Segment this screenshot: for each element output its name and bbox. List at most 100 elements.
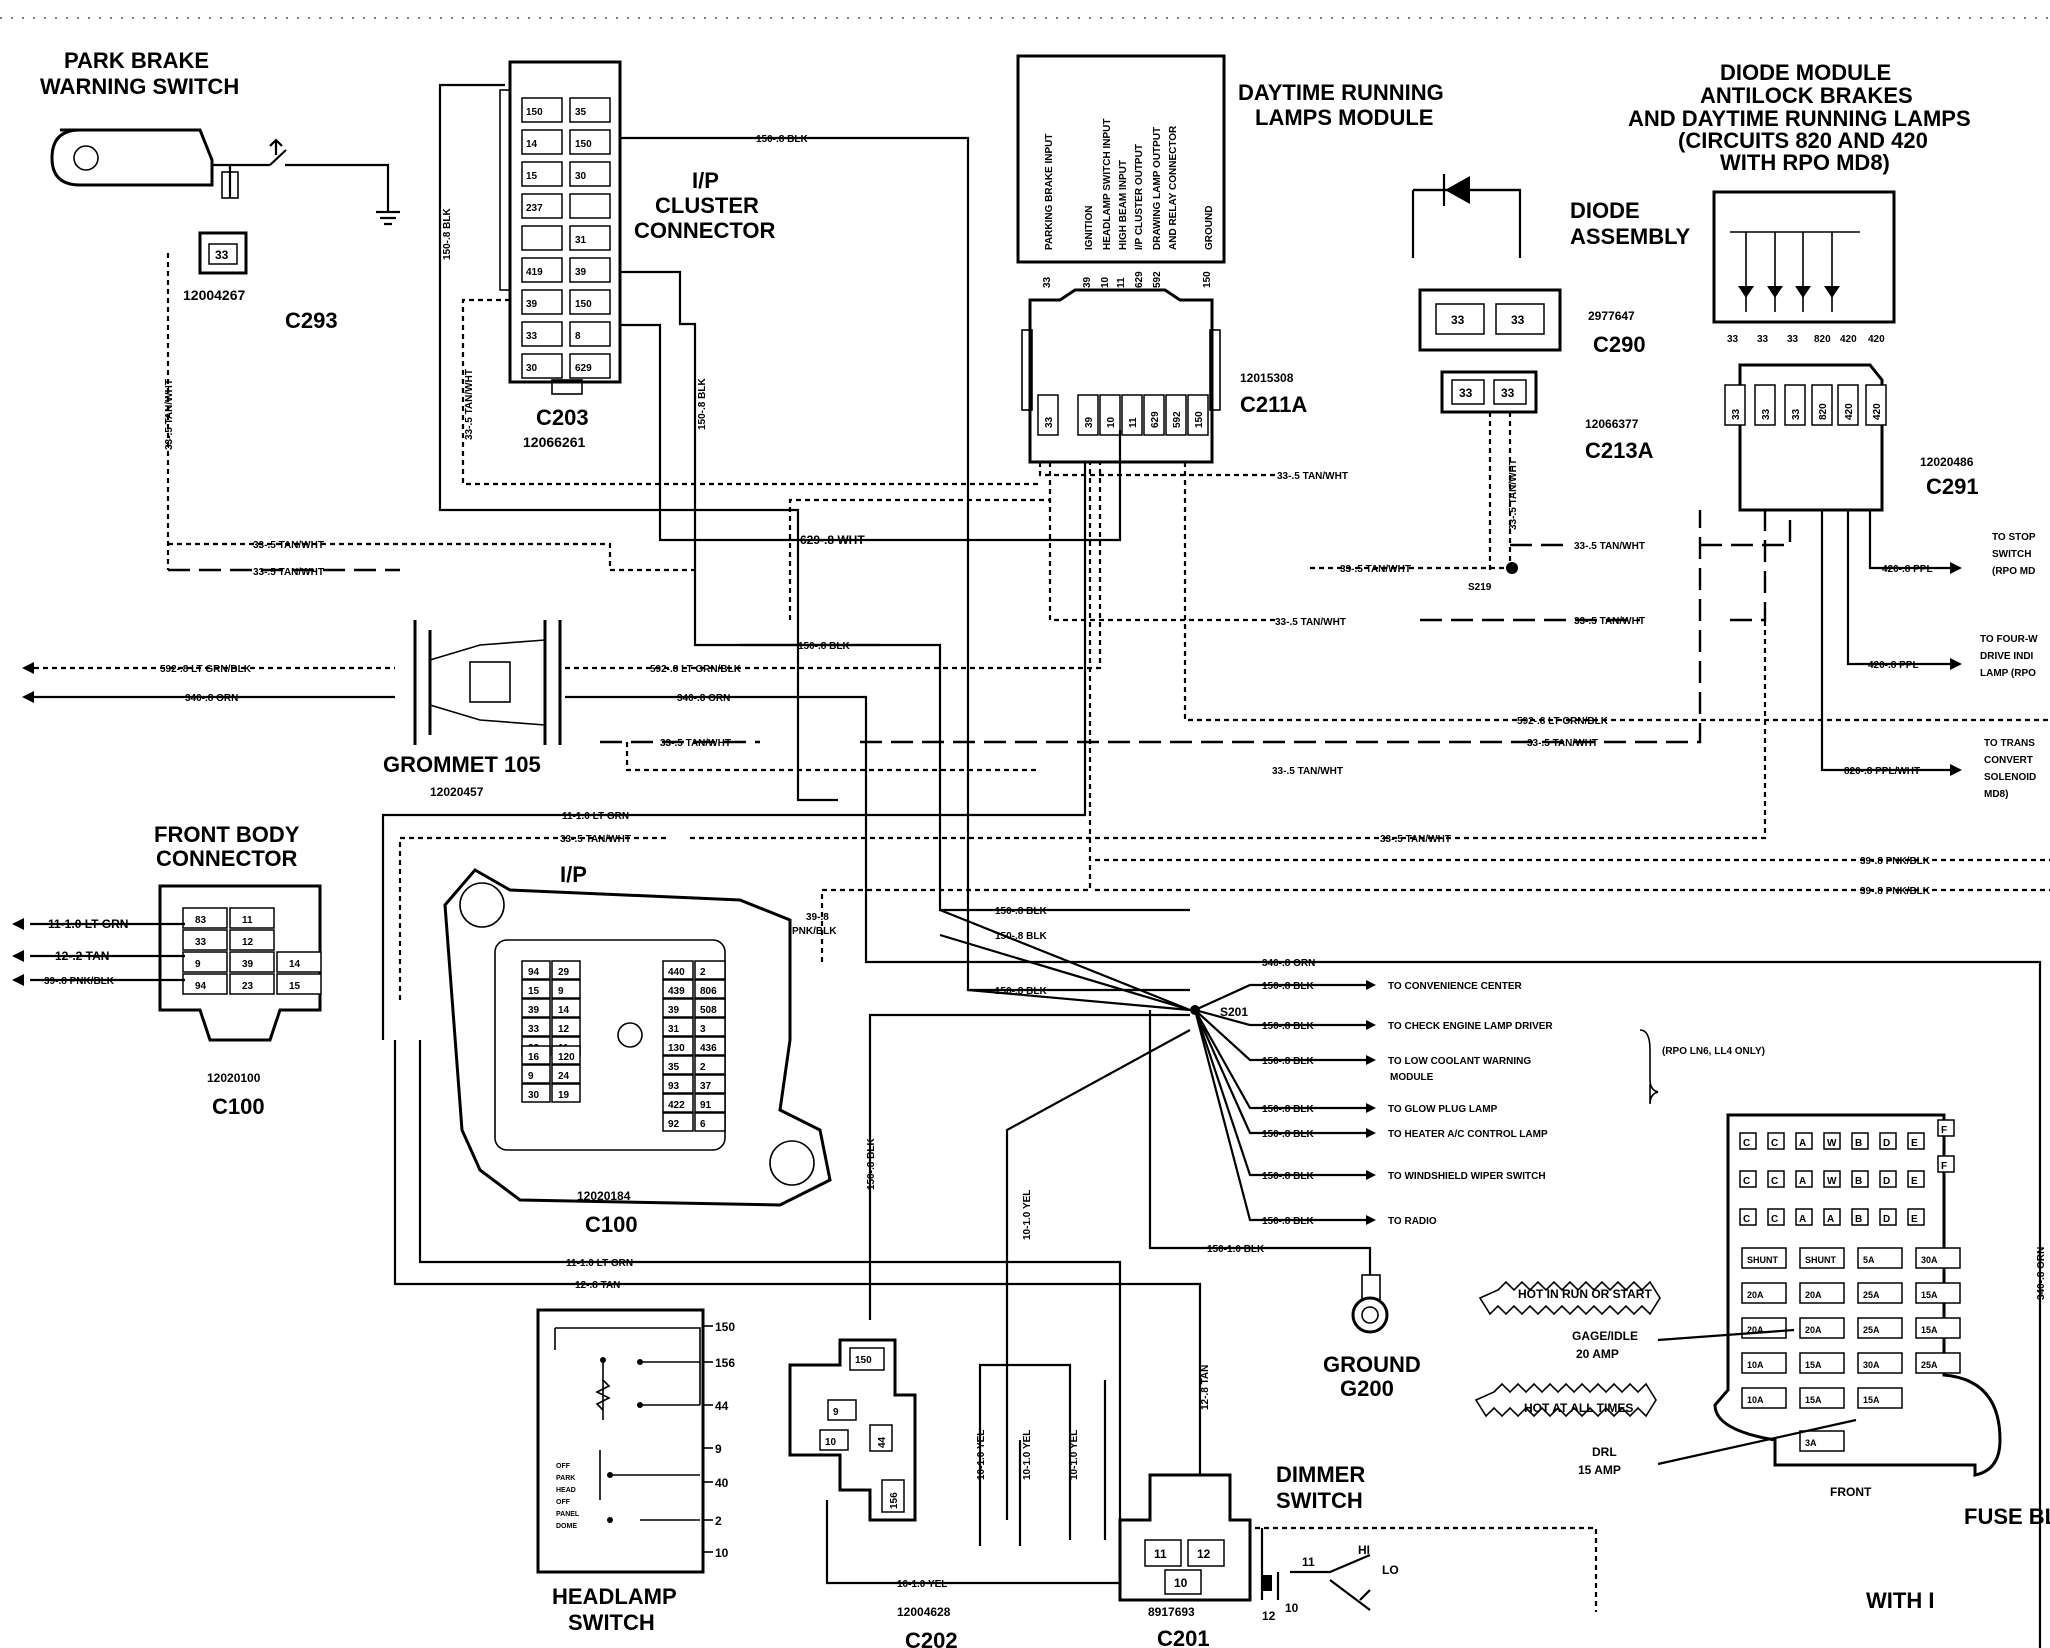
- ip-mount-right-icon: [769, 1140, 815, 1186]
- fuse-cell: [1799, 1247, 1845, 1269]
- c203-pin-right: [569, 353, 611, 379]
- dimmer-contacts: [1260, 1528, 1371, 1611]
- wire-33-d: [788, 462, 1275, 622]
- label-592-right: 592-.8 LT GRN/BLK: [1517, 716, 1609, 727]
- fuse-cell-label: 15A: [1805, 1360, 1822, 1370]
- label-150-blk-a: 150-.8 BLK: [995, 906, 1047, 917]
- headlamp-pin-label: 10: [715, 1546, 729, 1560]
- ip-connector-c100: I/P 9429159391433128311161209243019 4402…: [443, 862, 832, 1237]
- drl-input-label: I/P CLUSTER OUTPUT: [1134, 144, 1145, 250]
- c211a-pin: [1187, 394, 1209, 436]
- fuse-drl-1: DRL: [1592, 1445, 1617, 1459]
- ip-connector-shell: [443, 868, 832, 1207]
- c211a-connector-id: C211A: [1240, 392, 1307, 417]
- c203-pin-right-label: 39: [575, 267, 587, 278]
- label-33-e: 33-.5 TAN/WHT: [1574, 616, 1645, 627]
- diode-module-title-3: AND DAYTIME RUNNING LAMPS: [1628, 106, 1971, 131]
- ip-pin: [521, 1064, 551, 1084]
- diode-module-diode-3-icon: [1795, 286, 1811, 298]
- headlamp-pin-label: 9: [715, 1442, 722, 1456]
- front-body-cell-label: 23: [242, 981, 254, 992]
- ground-symbol-icon: [376, 205, 400, 226]
- ip-pin: [551, 979, 581, 999]
- ip-pin-b: [662, 1036, 694, 1056]
- c203-title-3: CONNECTOR: [634, 218, 775, 243]
- fuse-cell: [1799, 1282, 1845, 1304]
- fuse-letter: A: [1799, 1176, 1806, 1187]
- headlamp-side-label: OFF: [556, 1463, 571, 1470]
- ip-pin-label: 29: [558, 967, 570, 978]
- headlamp-dot-4: [607, 1472, 613, 1478]
- c213a-part-number: 12066377: [1585, 417, 1639, 431]
- ip-pin-b-label: 3: [700, 1024, 706, 1035]
- ip-pin-label: 94: [528, 967, 540, 978]
- front-body-cell-label: 83: [195, 915, 207, 926]
- diode-title-1: DIODE: [1570, 198, 1640, 223]
- c203-pin-left: [521, 129, 563, 155]
- park-brake-switch-wiring: [212, 163, 390, 205]
- front-body-part: 12020100: [207, 1071, 261, 1085]
- fuse-letter-box: [1795, 1208, 1813, 1226]
- label-629: 629-.8 WHT: [800, 533, 865, 547]
- c203-pin-right: [569, 97, 611, 123]
- wire-33-e: [1420, 510, 1767, 622]
- wire-10-yel-c202: [978, 1363, 1107, 1546]
- ip-pin: [551, 1064, 581, 1084]
- label-33-g: 33-.5 TAN/WHT: [1574, 541, 1645, 552]
- c202-pin: [881, 1479, 905, 1513]
- wire-420-a: [1868, 510, 1960, 570]
- c203-pin-left: [521, 289, 563, 315]
- fuse-cell-label: 25A: [1921, 1360, 1938, 1370]
- label-33-b: 33-.5 TAN/WHT: [253, 567, 324, 578]
- arrow-420-a-icon: [1950, 562, 1962, 574]
- ip-pin-b: [662, 1074, 694, 1094]
- front-body-cell-label: 12: [242, 937, 254, 948]
- label-150-blk-top: 150-.8 BLK: [756, 134, 808, 145]
- fuse-block-title: FUSE BL: [1964, 1504, 2050, 1529]
- dest-trans-2: CONVERT: [1984, 755, 2033, 766]
- label-11-left: 11-1.0 LT GRN: [48, 917, 128, 931]
- s201-branch-destination: TO CHECK ENGINE LAMP DRIVER: [1388, 1021, 1553, 1032]
- drl-input-label: PARKING BRAKE INPUT: [1044, 134, 1055, 250]
- ip-pin-label: 120: [558, 1052, 575, 1063]
- wire-629: [620, 323, 1122, 542]
- ip-pin-b: [694, 998, 726, 1018]
- label-150-mid: 150-.8 BLK: [798, 641, 850, 652]
- ip-pin-b: [694, 1112, 726, 1132]
- fuse-cell-label: SHUNT: [1747, 1255, 1779, 1265]
- ip-pin-b-label: 35: [668, 1062, 680, 1073]
- fuse-letter-box: [1795, 1132, 1813, 1150]
- ip-pin-b-label: 436: [700, 1043, 717, 1054]
- fuse-letter-box: [1851, 1170, 1869, 1188]
- label-10-yel-c: 10-1.0 YEL: [1069, 1430, 1080, 1480]
- c211a-pin-label: 39: [1084, 416, 1095, 428]
- c291-pin-top-label: 33: [1787, 334, 1799, 345]
- front-body-cell: [182, 929, 228, 951]
- fuse-letter: B: [1855, 1214, 1862, 1225]
- ip-pin-label: 30: [528, 1090, 540, 1101]
- diode-module-title-5: WITH RPO MD8): [1720, 150, 1890, 175]
- dimmer-lo: LO: [1382, 1563, 1399, 1577]
- wire-33-i: [600, 510, 1702, 744]
- diode-module: DIODE MODULE ANTILOCK BRAKES AND DAYTIME…: [1628, 60, 1979, 512]
- wire-150-c203-lower: [620, 270, 1190, 912]
- drl-input-label: HEADLAMP SWITCH INPUT: [1102, 119, 1113, 250]
- fuse-cell: [1741, 1352, 1787, 1374]
- ground-eyelet-hole: [1361, 1306, 1379, 1324]
- c211a-pin: [1077, 394, 1099, 436]
- diode-module-body: [1712, 190, 1896, 324]
- c293-pin-label: 33: [215, 248, 229, 262]
- drl-module-body: [1016, 54, 1226, 264]
- s201-branch-arrow-icon: [1366, 1020, 1376, 1030]
- c291-pin-label: 33: [1791, 408, 1802, 420]
- c203-pin-right: [569, 289, 611, 315]
- s201-branch-arrow-icon: [1366, 1103, 1376, 1113]
